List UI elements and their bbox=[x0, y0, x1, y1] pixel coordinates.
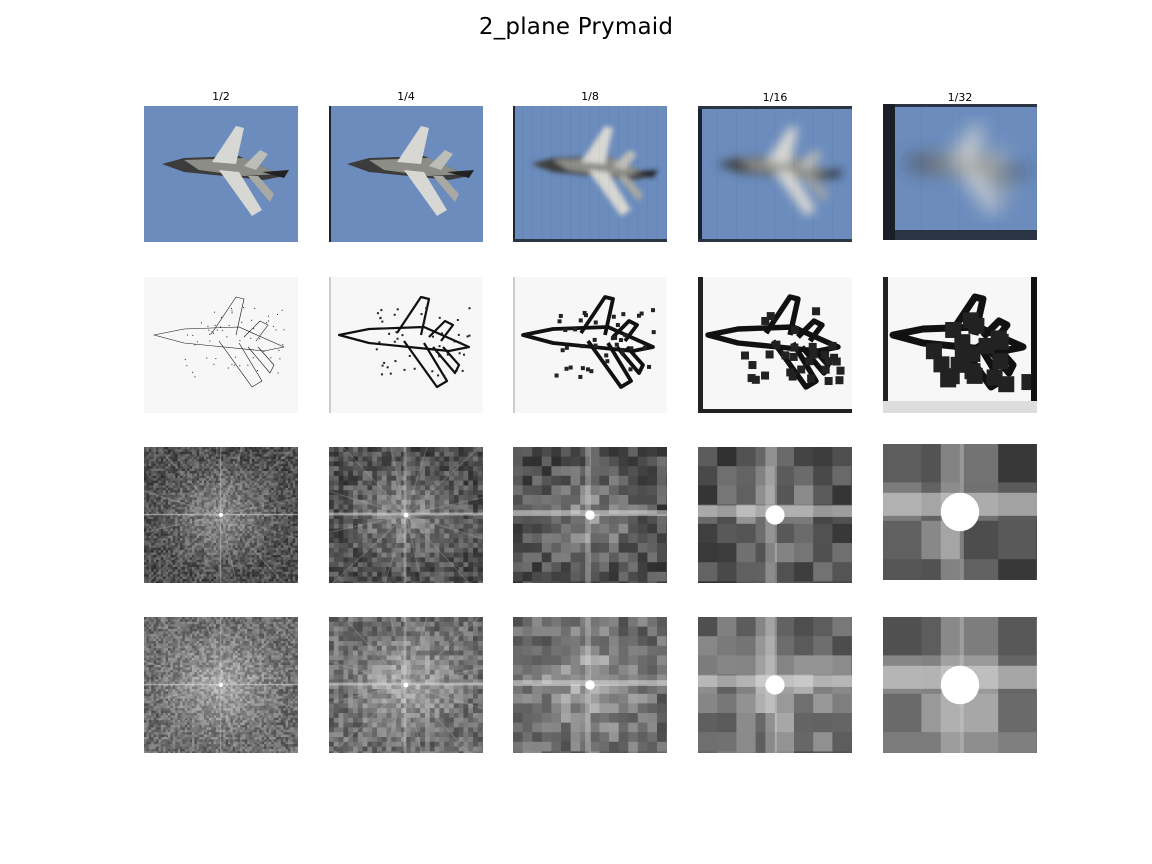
pyramid-cell-fourier-magnitude-spectrum bbox=[513, 447, 667, 583]
pyramid-cell-edge-map bbox=[883, 277, 1037, 413]
pyramid-cell-fourier-magnitude-spectrum bbox=[329, 447, 483, 583]
downsampled-plane-photo-image bbox=[144, 106, 298, 242]
pyramid-cell-downsampled-plane-photo bbox=[329, 106, 483, 242]
column-label: 1/4 bbox=[397, 90, 415, 103]
pyramid-cell-fourier-magnitude-spectrum bbox=[883, 444, 1037, 580]
pyramid-cell-edge-map bbox=[698, 277, 852, 413]
fourier-magnitude-spectrum-alt-image bbox=[144, 617, 298, 753]
column-label: 1/8 bbox=[581, 90, 599, 103]
downsampled-plane-photo-image bbox=[513, 106, 667, 242]
pyramid-cell-downsampled-plane-photo bbox=[513, 106, 667, 242]
fourier-magnitude-spectrum-image bbox=[144, 447, 298, 583]
pyramid-cell-fourier-magnitude-spectrum bbox=[698, 447, 852, 583]
edge-map-image bbox=[883, 277, 1037, 413]
pyramid-cell-downsampled-plane-photo bbox=[698, 106, 852, 242]
pyramid-cell-fourier-magnitude-spectrum-alt bbox=[513, 617, 667, 753]
fourier-magnitude-spectrum-image bbox=[698, 447, 852, 583]
pyramid-cell-edge-map bbox=[329, 277, 483, 413]
fourier-magnitude-spectrum-image bbox=[513, 447, 667, 583]
fourier-magnitude-spectrum-alt-image bbox=[883, 617, 1037, 753]
edge-map-image bbox=[698, 277, 852, 413]
downsampled-plane-photo-image bbox=[883, 104, 1037, 240]
fourier-magnitude-spectrum-image bbox=[329, 447, 483, 583]
column-label: 1/2 bbox=[212, 90, 230, 103]
downsampled-plane-photo-image bbox=[329, 106, 483, 242]
pyramid-cell-fourier-magnitude-spectrum-alt bbox=[144, 617, 298, 753]
pyramid-cell-downsampled-plane-photo bbox=[883, 104, 1037, 240]
pyramid-cell-edge-map bbox=[513, 277, 667, 413]
edge-map-image bbox=[513, 277, 667, 413]
fourier-magnitude-spectrum-alt-image bbox=[513, 617, 667, 753]
pyramid-cell-edge-map bbox=[144, 277, 298, 413]
pyramid-cell-fourier-magnitude-spectrum-alt bbox=[698, 617, 852, 753]
pyramid-cell-fourier-magnitude-spectrum-alt bbox=[329, 617, 483, 753]
fourier-magnitude-spectrum-image bbox=[883, 444, 1037, 580]
fourier-magnitude-spectrum-alt-image bbox=[698, 617, 852, 753]
fourier-magnitude-spectrum-alt-image bbox=[329, 617, 483, 753]
column-label: 1/32 bbox=[947, 91, 973, 104]
edge-map-image bbox=[144, 277, 298, 413]
pyramid-cell-downsampled-plane-photo bbox=[144, 106, 298, 242]
figure-title: 2_plane Prymaid bbox=[478, 14, 674, 40]
pyramid-cell-fourier-magnitude-spectrum-alt bbox=[883, 617, 1037, 753]
column-label: 1/16 bbox=[762, 91, 788, 104]
edge-map-image bbox=[329, 277, 483, 413]
pyramid-cell-fourier-magnitude-spectrum bbox=[144, 447, 298, 583]
downsampled-plane-photo-image bbox=[698, 106, 852, 242]
